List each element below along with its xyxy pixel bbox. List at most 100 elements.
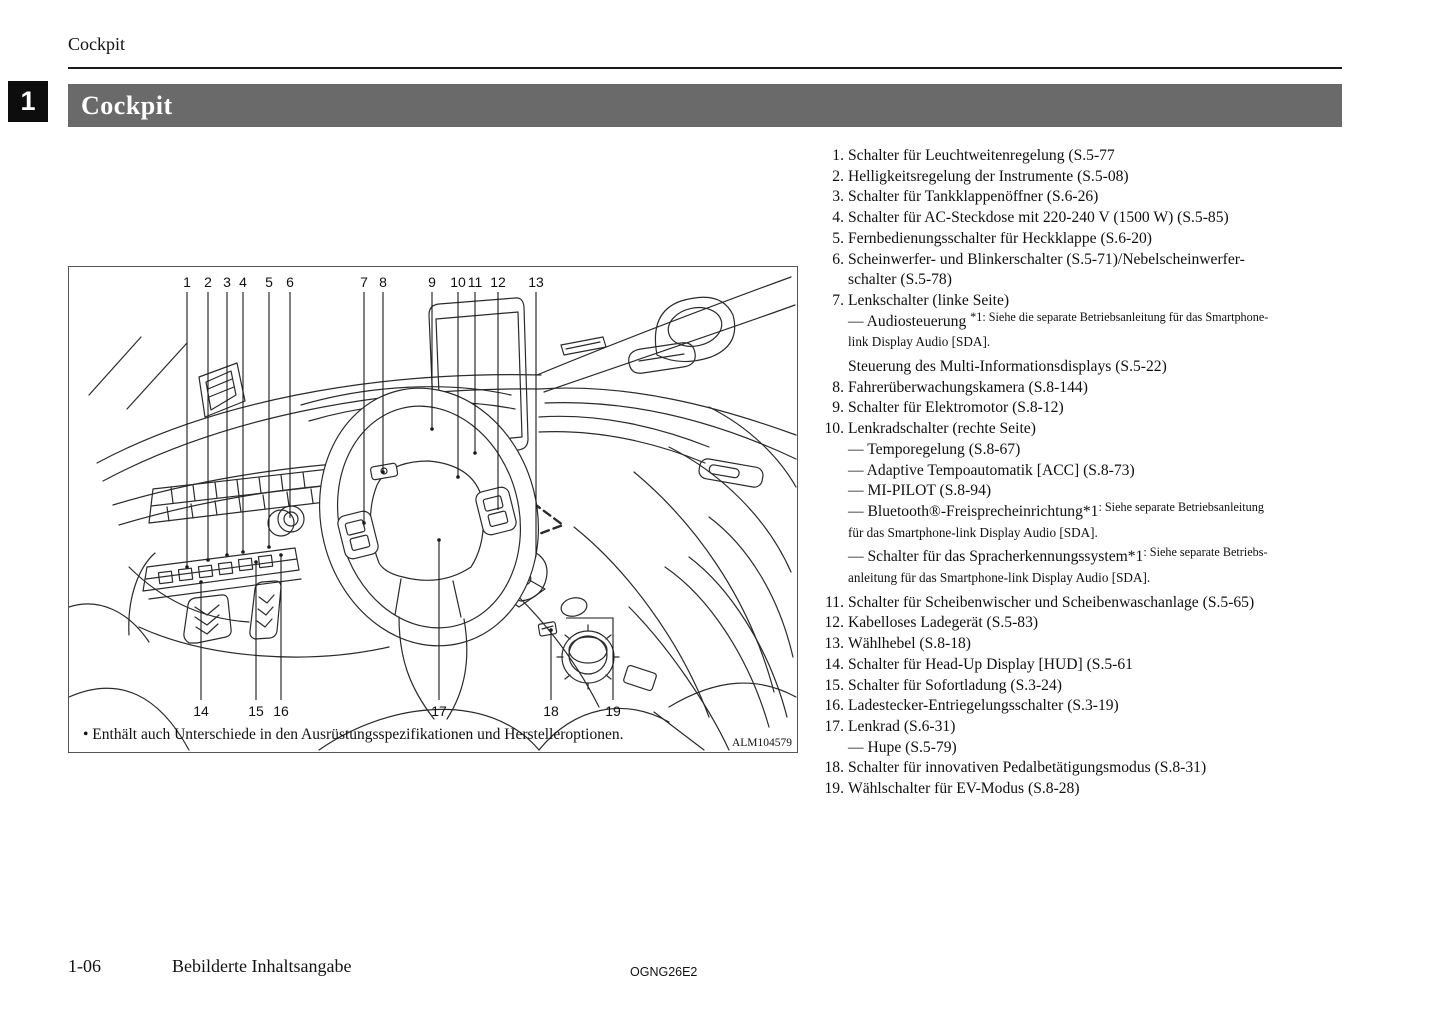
legend-item-text: Fernbedienungsschalter für Heckklappe (S… <box>848 229 1152 247</box>
legend-subitem: — MI-PILOT (S.8-94) <box>818 481 1363 502</box>
legend-item: 18.Schalter für innovativen Pedalbetätig… <box>818 758 1363 779</box>
legend-item-text: Schalter für Head-Up Display [HUD] (S.5-… <box>848 655 1133 673</box>
legend-item-number: 18. <box>824 759 845 777</box>
legend-item: 12.Kabelloses Ladegerät (S.5-83) <box>818 613 1363 634</box>
callout-number: 1 <box>183 274 191 290</box>
legend-item: 16.Ladestecker-Entriegelungsschalter (S.… <box>818 696 1363 717</box>
legend-item-text: Ladestecker-Entriegelungsschalter (S.3-1… <box>848 697 1119 715</box>
legend-item-number: 8. <box>832 378 844 396</box>
legend-item-number: 6. <box>832 250 844 268</box>
chapter-number-tab: 1 <box>8 81 48 122</box>
legend-item: 4.Schalter für AC-Steckdose mit 220-240 … <box>818 208 1363 229</box>
callout-dot <box>185 565 189 569</box>
callout-number: 15 <box>248 703 264 719</box>
legend-subitem: — Bluetooth®-Freisprecheinrichtung*1: Si… <box>818 500 1363 543</box>
legend-item-number <box>818 502 844 543</box>
callout-dot <box>456 475 460 479</box>
legend-item-number <box>818 357 844 378</box>
legend-item: 10.Lenkradschalter (rechte Seite) <box>818 419 1363 440</box>
legend-subitem: — Schalter für das Spracherkennungssyste… <box>818 545 1363 588</box>
callout-number: 11 <box>468 274 483 290</box>
callout-dot <box>241 550 245 554</box>
legend-item-number <box>818 738 844 759</box>
callout-dot <box>473 451 477 455</box>
callout-dot <box>362 521 366 525</box>
legend-item-text: Schalter für Tankklappenöffner (S.6-26) <box>848 188 1099 206</box>
callout-number: 16 <box>273 703 289 719</box>
legend-item-text: — MI-PILOT (S.8-94) <box>848 482 992 500</box>
legend-item-number <box>818 461 844 482</box>
legend-item-text: Kabelloses Ladegerät (S.5-83) <box>848 614 1039 632</box>
footnote-text: *1: Siehe die separate Betriebsanleitung… <box>970 309 1269 324</box>
callout-number: 2 <box>204 274 212 290</box>
callout-dot <box>225 553 229 557</box>
legend-item-number <box>818 481 844 502</box>
legend-item-number: 11. <box>825 593 844 611</box>
legend-item: 17.Lenkrad (S.6-31) <box>818 717 1363 738</box>
legend-item-number: 7. <box>832 291 844 309</box>
footnote-continuation: link Display Audio [SDA]. <box>848 334 991 350</box>
legend-item-text: Schalter für Sofortladung (S.3-24) <box>848 676 1062 694</box>
callout-number: 12 <box>490 274 506 290</box>
legend-item-text: Schalter für Elektromotor (S.8-12) <box>848 399 1064 417</box>
callout-number: 4 <box>239 274 247 290</box>
legend-item-number <box>818 547 844 588</box>
legend-item-number: 17. <box>824 717 845 735</box>
callout-number: 6 <box>286 274 294 290</box>
callout-number: 5 <box>265 274 273 290</box>
legend-item-text-wrap: schalter (S.5-78) <box>848 271 952 289</box>
legend-item: 3.Schalter für Tankklappenöffner (S.6-26… <box>818 187 1363 208</box>
legend-item-number: 19. <box>824 780 845 798</box>
legend-item-number: 9. <box>832 399 844 417</box>
footer-page-number: 1-06 <box>68 956 101 976</box>
legend-subitem: — Hupe (S.5-79) <box>818 738 1363 759</box>
callout-number: 7 <box>360 274 368 290</box>
callout-number: 9 <box>428 274 436 290</box>
steering-wheel <box>318 387 540 720</box>
callout-dot <box>381 470 385 474</box>
page-title: Cockpit <box>81 90 173 120</box>
legend-item-text: Fahrerüberwachungskamera (S.8-144) <box>848 378 1088 396</box>
legend-item-number: 16. <box>824 697 845 715</box>
legend-item: 8.Fahrerüberwachungskamera (S.8-144) <box>818 378 1363 399</box>
legend-item-number: 15. <box>824 676 845 694</box>
legend-item: 9.Schalter für Elektromotor (S.8-12) <box>818 398 1363 419</box>
legend-item: 15.Schalter für Sofortladung (S.3-24) <box>818 676 1363 697</box>
legend-item-number: 4. <box>832 209 844 227</box>
header-rule <box>68 67 1342 69</box>
legend-item: 1.Schalter für Leuchtweitenregelung (S.5… <box>818 146 1363 167</box>
callout-number: 14 <box>193 703 209 719</box>
figure-image-code: ALM104579 <box>731 737 792 749</box>
callout-dot <box>267 545 271 549</box>
figure-caption: • Enthält auch Unterschiede in den Ausrü… <box>83 726 624 743</box>
legend-item-text: Scheinwerfer- und Blinkerschalter (S.5-7… <box>848 250 1245 291</box>
callout-number: 18 <box>543 703 559 719</box>
legend-item-text: — Audiosteuerung *1: Siehe die separate … <box>848 309 1269 353</box>
legend-item-text: Schalter für Scheibenwischer und Scheibe… <box>848 593 1255 611</box>
legend-item-text: Lenkrad (S.6-31) <box>848 717 956 735</box>
footer-section-title: Bebilderte Inhaltsangabe <box>172 956 352 976</box>
section-title-banner: Cockpit <box>68 84 1342 127</box>
legend-item-text: Steuerung des Multi-Informationsdisplays… <box>848 358 1167 376</box>
legend-item-number: 12. <box>824 614 845 632</box>
footnote-text: : Siehe separate Betriebs- <box>1143 545 1268 560</box>
legend-item: 5.Fernbedienungsschalter für Heckklappe … <box>818 229 1363 250</box>
callout-line <box>566 617 614 700</box>
legend-item-number: 13. <box>824 635 845 653</box>
legend-item-text: Schalter für Leuchtweitenregelung (S.5-7… <box>848 147 1115 164</box>
legend-item-number: 3. <box>832 188 844 206</box>
legend-item: 7.Lenkschalter (linke Seite) <box>818 291 1363 312</box>
legend-item: 2.Helligkeitsregelung der Instrumente (S… <box>818 167 1363 188</box>
callout-number: 17 <box>431 703 447 719</box>
callout-dot <box>254 560 258 564</box>
legend-item-text: — Temporegelung (S.8-67) <box>848 440 1021 458</box>
legend-item-text: — Adaptive Tempoautomatik [ACC] (S.8-73) <box>848 461 1135 479</box>
footnote-continuation: anleitung für das Smartphone-link Displa… <box>848 570 1151 586</box>
legend-item-text: Helligkeitsregelung der Instrumente (S.5… <box>848 167 1129 185</box>
legend-subitem: — Temporegelung (S.8-67) <box>818 440 1363 461</box>
legend-item: 19.Wählschalter für EV-Modus (S.8-28) <box>818 779 1363 800</box>
legend-item-number: 14. <box>824 655 845 673</box>
